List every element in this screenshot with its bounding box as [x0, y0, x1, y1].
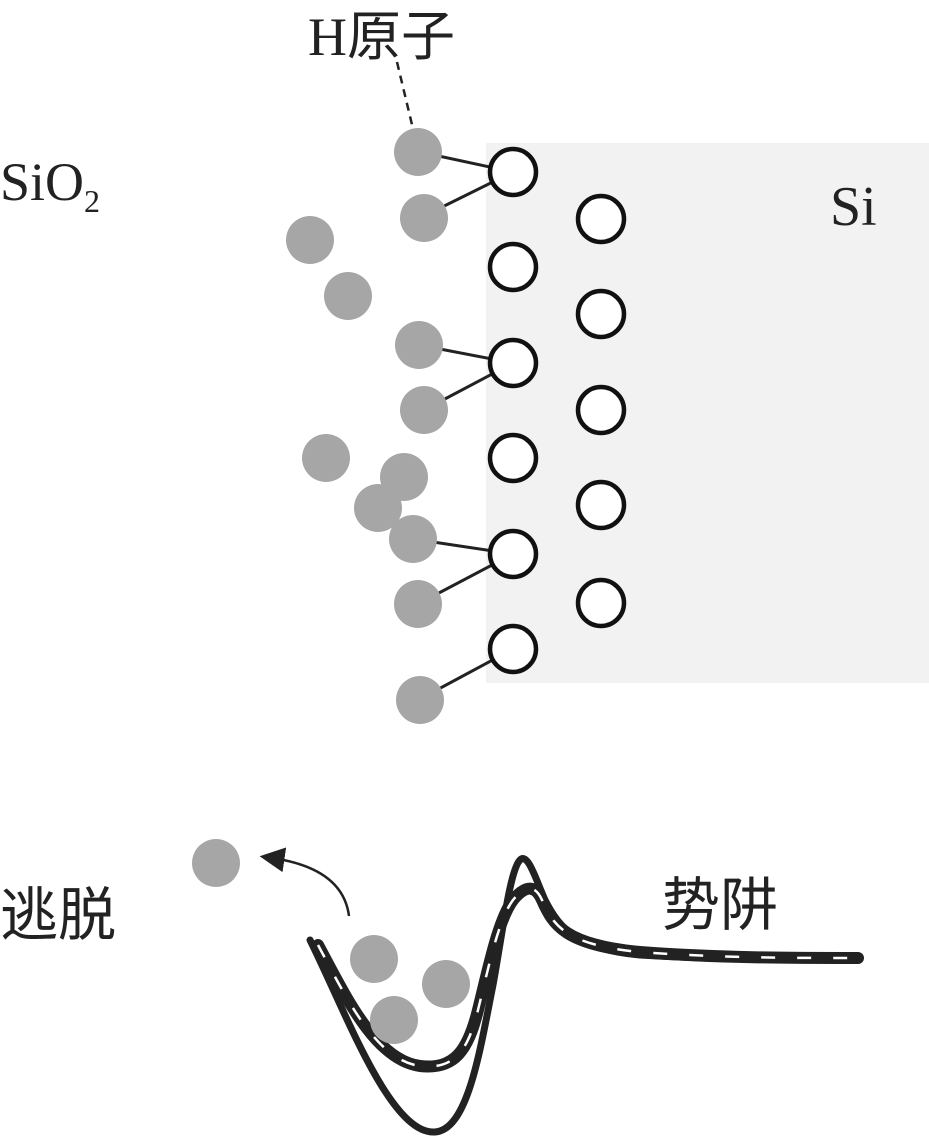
h-atom [394, 580, 442, 628]
escape-arrow [259, 847, 351, 917]
si-atom [487, 623, 539, 675]
si-atom [575, 384, 627, 436]
si-region [486, 143, 929, 683]
h-atom [389, 515, 437, 563]
h-atom [396, 676, 444, 724]
h-atom [400, 194, 448, 242]
si-atom [487, 241, 539, 293]
hydrogen-leader-line [395, 61, 416, 134]
si-atoms [487, 146, 627, 675]
escape-label: 逃脱 [0, 881, 116, 949]
well-label: 势阱 [662, 871, 778, 939]
h-atom [302, 434, 350, 482]
h-atom [370, 996, 418, 1044]
h-atom [324, 272, 372, 320]
oxide-label-main: SiO [0, 152, 84, 212]
oxide-label: SiO2 [0, 152, 100, 219]
h-atom [394, 128, 442, 176]
si-atom [575, 577, 627, 629]
h-atoms [286, 128, 448, 724]
h-atom [395, 321, 443, 369]
trapped-h-atoms [350, 935, 470, 1044]
oxide-label-subscript: 2 [84, 183, 100, 219]
h-atom [354, 484, 402, 532]
shallow-well-dashes [316, 887, 859, 1068]
escaped-h-atom [192, 839, 240, 887]
h-atom [422, 960, 470, 1008]
si-atom [487, 528, 539, 580]
si-atom [487, 337, 539, 389]
si-atom [575, 193, 627, 245]
si-atom [575, 288, 627, 340]
h-atom [286, 216, 334, 264]
silicon-label: Si [830, 176, 877, 238]
si-atom [487, 432, 539, 484]
hydrogen-atom-label: H原子 [308, 7, 455, 67]
h-atom [400, 386, 448, 434]
si-atom [487, 146, 539, 198]
h-atom [350, 935, 398, 983]
si-atom [575, 479, 627, 531]
